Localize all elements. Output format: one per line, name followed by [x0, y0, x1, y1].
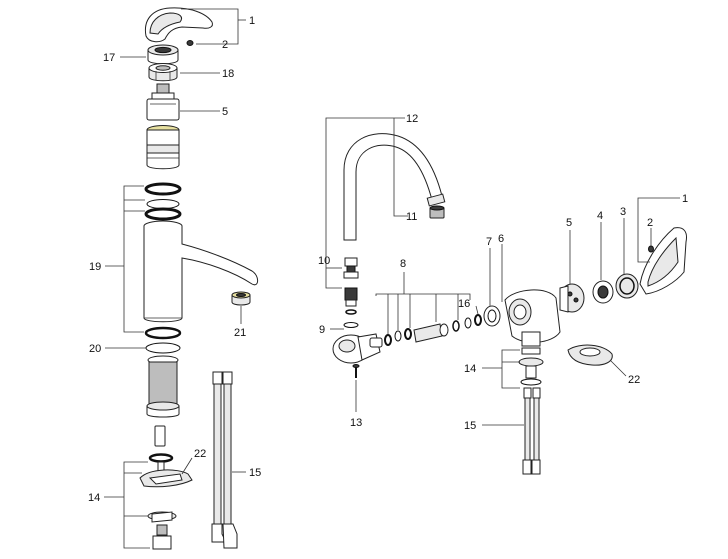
part-spout-aerator	[429, 205, 445, 219]
part-cap-right	[615, 273, 639, 299]
callout-3: 3	[620, 206, 626, 218]
callout-5: 5	[222, 106, 228, 118]
part-hex-nut	[148, 63, 178, 82]
callout-18: 18	[222, 68, 234, 80]
part-faucet-body	[143, 220, 259, 323]
callout-10: 10	[318, 255, 330, 267]
part-cylinder-body	[146, 125, 180, 170]
right-assembly: 12 11 10 9 13 8 16 7 6 5 4 3 2 1 14 15 2…	[318, 113, 688, 475]
part-supply-hoses-right	[522, 387, 541, 475]
part-base-o-ring	[144, 326, 182, 340]
part-spout	[343, 133, 446, 241]
callout-5-right: 5	[566, 217, 572, 229]
callout-11: 11	[406, 211, 417, 223]
callout-1: 1	[249, 15, 255, 27]
part-cap-ring	[147, 44, 179, 65]
part-base-tube	[146, 355, 180, 418]
callout-2: 2	[222, 39, 228, 51]
part-connector-set	[369, 317, 472, 348]
left-assembly: 1 2 17 18 5 19 21 20 22 14 15	[88, 7, 261, 550]
callout-16: 16	[458, 298, 470, 310]
part-cartridge-right	[559, 283, 585, 313]
callout-17: 17	[103, 52, 115, 64]
right-callout-lines	[325, 117, 680, 426]
callout-4: 4	[597, 210, 603, 222]
part-seal-plate	[567, 344, 613, 366]
callout-21: 21	[234, 327, 246, 339]
callout-13: 13	[350, 417, 362, 429]
part-bushing	[483, 305, 501, 327]
part-lever-right	[639, 227, 687, 295]
part-lever-handle	[144, 7, 213, 43]
callout-20: 20	[89, 343, 101, 355]
part-nut-right	[592, 280, 614, 304]
left-callout-lines	[104, 8, 246, 549]
left-callout-labels: 1 2 17 18 5 19 21 20 22 14 15	[88, 15, 261, 504]
callout-1-right: 1	[682, 193, 688, 205]
part-seal-ring	[474, 314, 482, 326]
part-grub-screw	[186, 40, 194, 46]
part-base-gasket	[145, 342, 181, 354]
right-callout-labels: 12 11 10 9 13 8 16 7 6 5 4 3 2 1 14 15 2…	[318, 113, 688, 432]
callout-14-right: 14	[464, 363, 476, 375]
part-aerator	[231, 291, 251, 306]
part-fixing-screw	[352, 364, 360, 378]
callout-22: 22	[194, 448, 206, 460]
callout-14: 14	[88, 492, 100, 504]
callout-7: 7	[486, 236, 492, 248]
part-spout-fittings	[343, 257, 359, 328]
callout-12: 12	[406, 113, 418, 125]
part-mounting-set	[139, 425, 193, 550]
callout-15-right: 15	[464, 420, 476, 432]
part-o-rings	[144, 182, 182, 221]
part-mixer-housing	[332, 333, 381, 364]
callout-9: 9	[319, 324, 325, 336]
part-body-housing	[504, 289, 561, 347]
part-mounting-set-right	[518, 347, 544, 386]
callout-22-right: 22	[628, 374, 640, 386]
callout-15: 15	[249, 467, 261, 479]
part-grub-screw-right	[648, 245, 654, 253]
callout-19: 19	[89, 261, 101, 273]
callout-2-right: 2	[647, 217, 653, 229]
part-cartridge	[146, 83, 180, 121]
part-supply-hoses	[211, 371, 238, 549]
callout-8: 8	[400, 258, 406, 270]
callout-6: 6	[498, 233, 504, 245]
